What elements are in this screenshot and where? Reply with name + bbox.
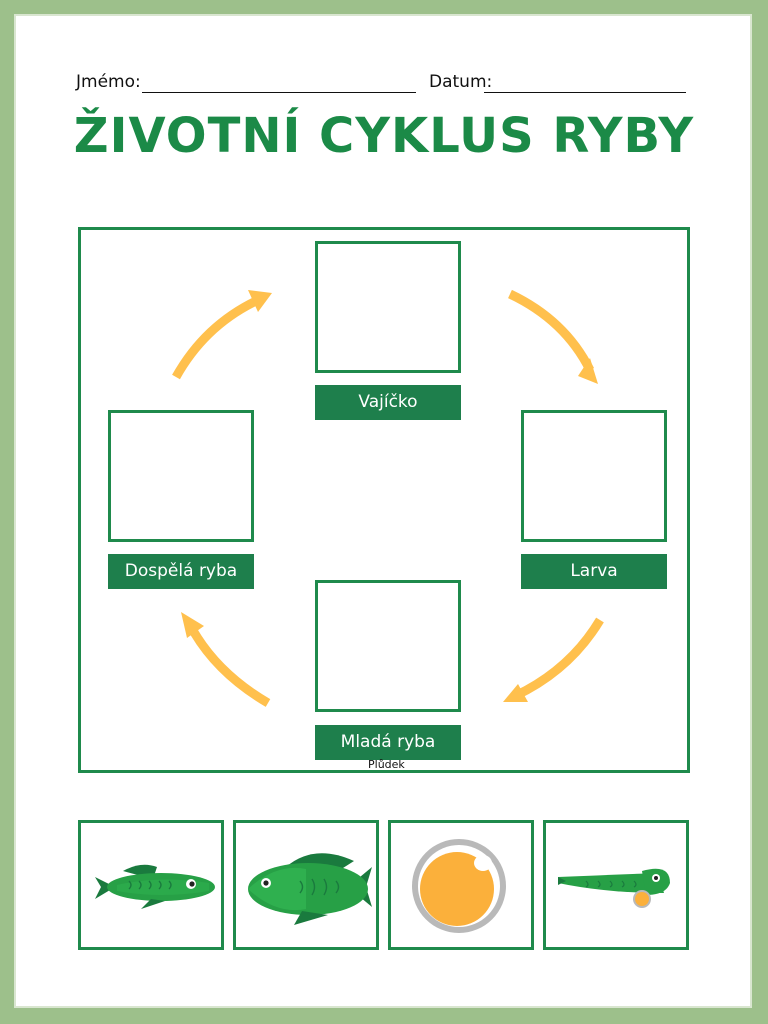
name-label: Jmémo: (76, 72, 141, 92)
date-label: Datum: (429, 72, 493, 92)
note-pludek: Plůdek (368, 758, 405, 771)
label-dospela-ryba: Dospělá ryba (108, 554, 254, 589)
card-egg[interactable] (388, 820, 534, 950)
adult-fish-icon (248, 853, 372, 925)
cycle-frame (78, 227, 690, 773)
slot-right[interactable] (521, 410, 667, 542)
small-fish-icon (95, 864, 215, 909)
label-larva: Larva (521, 554, 667, 589)
label-mlada-ryba: Mladá ryba (315, 725, 461, 760)
slot-left[interactable] (108, 410, 254, 542)
card-small-fish[interactable] (78, 820, 224, 950)
slot-top[interactable] (315, 241, 461, 373)
card-larva[interactable] (543, 820, 689, 950)
date-field[interactable] (484, 92, 686, 93)
larva-icon (558, 868, 670, 908)
name-field[interactable] (142, 92, 416, 93)
label-vajicko: Vajíčko (315, 385, 461, 420)
card-adult-fish[interactable] (233, 820, 379, 950)
page-title: ŽIVOTNÍ CYKLUS RYBY (73, 108, 695, 164)
egg-icon (412, 839, 506, 933)
slot-bottom[interactable] (315, 580, 461, 712)
